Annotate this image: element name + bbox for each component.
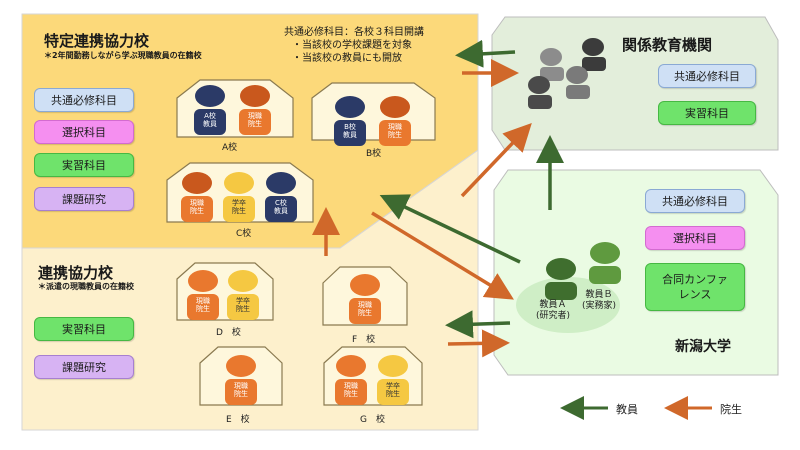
specific-pill-practicum: 実習科目 (34, 153, 134, 177)
school-c-graduate-student: 学卒 院生 (222, 172, 256, 222)
institution-person-icon (528, 76, 552, 109)
school-d-student: 現職 院生 (186, 270, 220, 320)
institution-person-icon (582, 38, 606, 71)
school-g-label: G 校 (360, 415, 385, 425)
university-title: 新潟大学 (650, 332, 756, 360)
school-c-teacher: C校 教員 (264, 172, 298, 222)
specific-subtitle: ＊2年間勤務しながら学ぶ現職教員の在籍校 (44, 51, 202, 60)
partner-title: 連携協力校 (38, 264, 114, 282)
note-line: ・当該校の教員にも開放 (292, 53, 402, 64)
school-f-student: 現職 院生 (348, 274, 382, 324)
school-d-label: D 校 (216, 328, 241, 338)
university-pill-elective: 選択科目 (645, 226, 745, 250)
school-e-label: E 校 (226, 415, 250, 425)
arrow-univ-to-partner-faculty (445, 310, 511, 339)
partner-pill-research: 課題研究 (34, 355, 134, 379)
university-pill-required: 共通必修科目 (645, 189, 745, 213)
specific-title: 特定連携協力校 (44, 32, 150, 50)
arrow-univ-to-c-faculty (379, 194, 521, 264)
school-b-student: 現職 院生 (378, 96, 412, 146)
school-b-label: B校 (366, 149, 382, 159)
faculty-a-icon (544, 258, 578, 300)
school-c-student: 現職 院生 (180, 172, 214, 222)
faculty-b-label: 教員Ｂ (実務家) (582, 290, 617, 311)
legend-student-label: 院生 (720, 403, 742, 416)
institution-person-icon (566, 66, 590, 99)
arrow-univ-to-inst-student (460, 122, 532, 198)
note-line: ・当該校の学校課題を対象 (292, 40, 412, 51)
legend-faculty-label: 教員 (616, 403, 638, 416)
specific-pill-elective: 選択科目 (34, 120, 134, 144)
school-g-student: 現職 院生 (334, 355, 368, 405)
school-house-f (322, 266, 408, 326)
arrow-partner-to-univ-student (447, 329, 510, 358)
note-line: 共通必修科目：各校３科目開講 (284, 27, 424, 38)
school-a-teacher: A校 教員 (193, 85, 227, 135)
partner-pill-practicum: 実習科目 (34, 317, 134, 341)
faculty-a-label: 教員Ａ (研究者) (536, 300, 571, 321)
arrow-c-to-univ-student (371, 211, 514, 300)
school-e-student: 現職 院生 (224, 355, 258, 405)
school-house-b (311, 82, 436, 141)
school-a-student: 現職 院生 (238, 85, 272, 135)
faculty-b-icon (588, 242, 622, 284)
faculty-ellipse (516, 277, 620, 333)
university-pill-conference: 合同カンファ レンス (645, 263, 745, 311)
institutions-title: 関係教育機関 (622, 36, 713, 54)
school-f-label: F 校 (352, 335, 376, 345)
partner-subtitle: ＊派遣の現職教員の在籍校 (38, 282, 134, 291)
specific-pill-required: 共通必修科目 (34, 88, 134, 112)
institutions-pill-practicum: 実習科目 (658, 101, 756, 125)
arrow-inst-to-specific (455, 39, 516, 68)
school-a-label: A校 (222, 143, 238, 153)
institutions-pill-required: 共通必修科目 (658, 64, 756, 88)
school-b-teacher: B校 教員 (333, 96, 367, 146)
school-c-label: C校 (236, 229, 252, 239)
specific-pill-research: 課題研究 (34, 187, 134, 211)
institution-person-icon (540, 48, 564, 81)
school-g-graduate-student: 学卒 院生 (376, 355, 410, 405)
school-d-graduate-student: 学卒 院生 (226, 270, 260, 320)
specific-note: 共通必修科目：各校３科目開講 ・当該校の学校課題を対象 ・当該校の教員にも開放 (284, 26, 424, 65)
